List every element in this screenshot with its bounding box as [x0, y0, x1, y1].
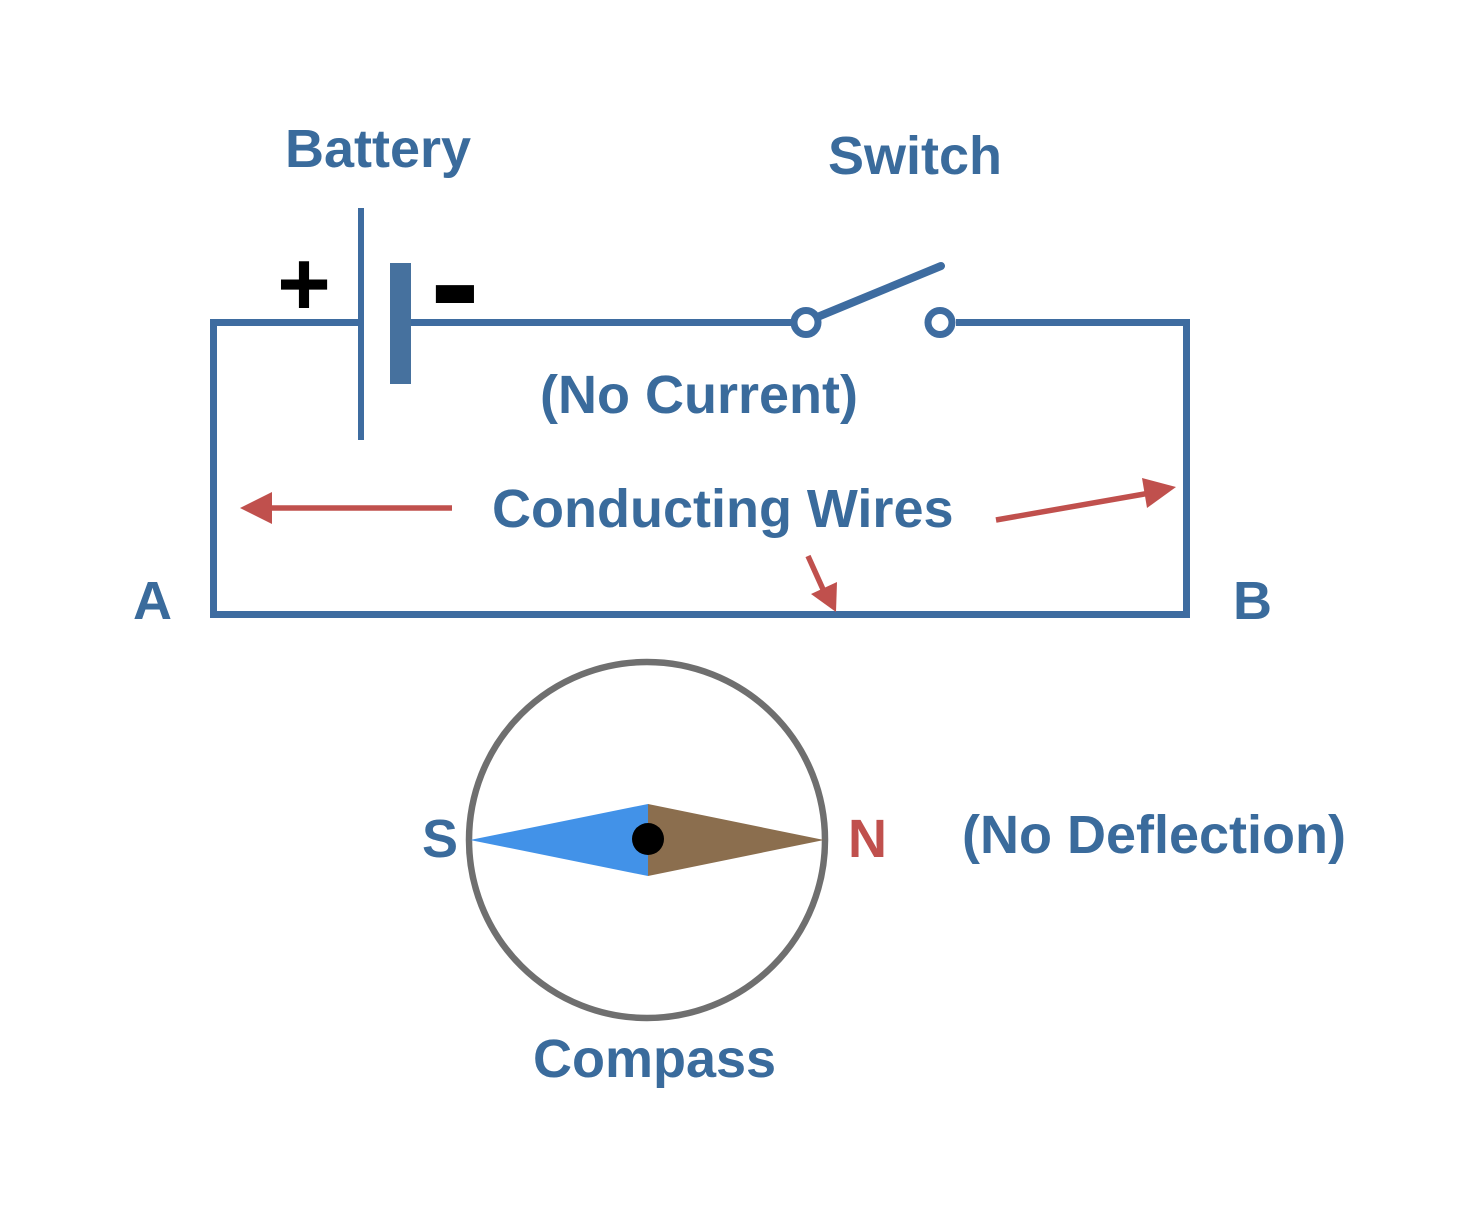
wire-pointer-arrow-down	[805, 554, 837, 612]
no-deflection-note: (No Deflection)	[962, 805, 1346, 865]
battery-minus-symbol: -	[430, 197, 480, 365]
battery-label: Battery	[285, 119, 472, 179]
circuit-wire-loop	[210, 319, 1190, 618]
compass-needle-north	[648, 804, 824, 876]
switch-contact-left	[790, 307, 822, 338]
switch-contact-right	[924, 307, 956, 338]
compass-needle-south	[470, 804, 648, 876]
wire-pointer-arrow-left	[240, 492, 452, 524]
wire-pointer-arrow-right	[995, 478, 1176, 523]
terminal-b-label: B	[1233, 571, 1272, 631]
switch-label: Switch	[828, 126, 1003, 186]
conducting-wires-label: Conducting Wires	[492, 479, 954, 539]
arrow-left-head	[240, 492, 272, 524]
arrow-right-head	[1142, 478, 1176, 508]
battery-plus-symbol: +	[277, 233, 331, 335]
compass-north-label: N	[848, 809, 887, 869]
battery-negative-plate	[390, 263, 411, 384]
terminal-a-label: A	[133, 571, 172, 631]
compass-pivot	[632, 823, 664, 855]
no-current-note: (No Current)	[540, 365, 858, 425]
compass-south-label: S	[422, 809, 459, 869]
switch-lever	[811, 262, 945, 322]
arrow-down-head	[811, 582, 837, 612]
compass-caption: Compass	[533, 1029, 777, 1089]
arrow-right-shaft	[995, 490, 1151, 523]
